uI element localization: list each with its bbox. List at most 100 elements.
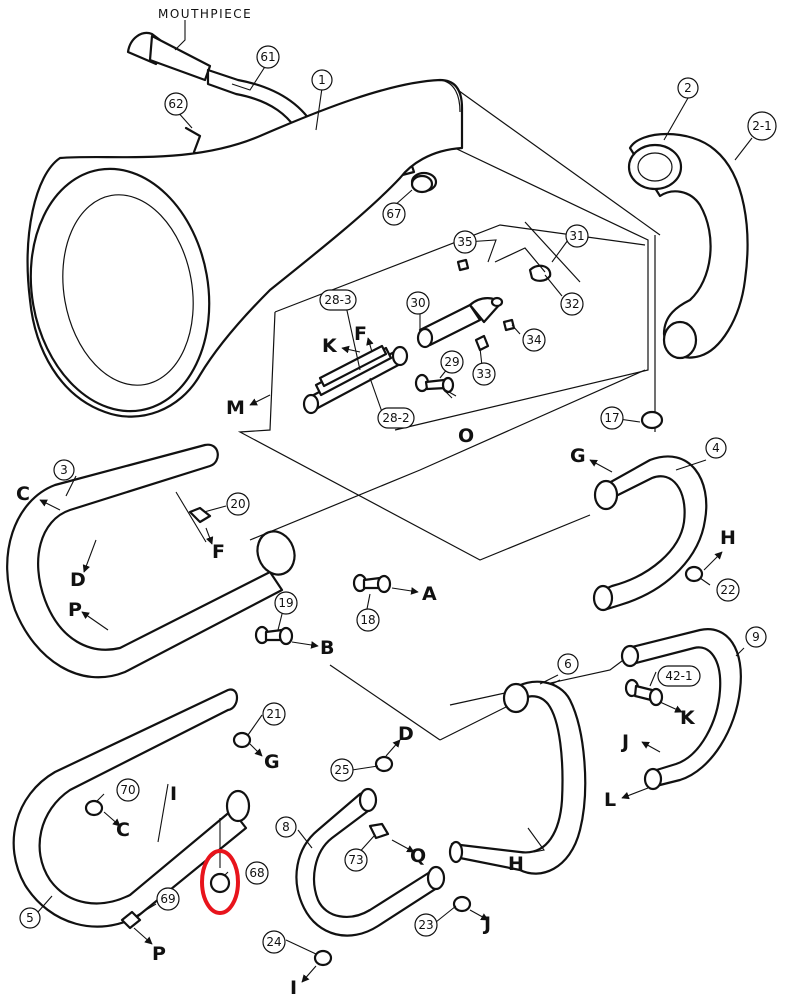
callout-1: 1 bbox=[311, 69, 333, 91]
callout-4: 4 bbox=[705, 437, 727, 459]
cap-67 bbox=[410, 174, 434, 194]
tube-part-4[interactable] bbox=[592, 455, 708, 612]
svg-text:23: 23 bbox=[418, 918, 433, 932]
letter-h-bottom: H bbox=[508, 853, 524, 875]
callout-23: 23 bbox=[414, 913, 438, 937]
svg-text:22: 22 bbox=[720, 583, 735, 597]
screw-73 bbox=[368, 822, 390, 840]
part-31-bracket bbox=[494, 221, 581, 283]
callout-3: 3 bbox=[53, 459, 75, 481]
callout-28-2: 28-2 bbox=[377, 407, 415, 429]
bell-part-1[interactable] bbox=[12, 78, 464, 425]
callout-69: 69 bbox=[156, 887, 180, 911]
svg-text:6: 6 bbox=[564, 657, 572, 671]
lever-32[interactable] bbox=[528, 264, 552, 282]
valve-tube-28-3[interactable] bbox=[314, 344, 393, 397]
callout-9: 9 bbox=[745, 626, 767, 648]
svg-text:68: 68 bbox=[249, 866, 264, 880]
svg-text:5: 5 bbox=[26, 911, 34, 925]
letter-l: L bbox=[604, 789, 616, 811]
letter-d-left: D bbox=[70, 569, 86, 591]
callout-8: 8 bbox=[275, 816, 297, 838]
valve-stem-19[interactable] bbox=[254, 625, 294, 646]
callout-31: 31 bbox=[565, 224, 589, 248]
svg-text:28-3: 28-3 bbox=[324, 293, 351, 307]
callout-18: 18 bbox=[356, 608, 380, 632]
svg-text:32: 32 bbox=[564, 297, 579, 311]
tube-part-3[interactable] bbox=[6, 443, 300, 679]
svg-text:34: 34 bbox=[526, 333, 541, 347]
callout-29: 29 bbox=[440, 350, 464, 374]
cap-25 bbox=[374, 755, 394, 773]
callout-6: 6 bbox=[557, 653, 579, 675]
letter-i-mid: I bbox=[170, 783, 177, 805]
callout-24: 24 bbox=[262, 930, 286, 954]
svg-text:2: 2 bbox=[684, 81, 692, 95]
svg-text:19: 19 bbox=[278, 596, 293, 610]
mouthpiece-label: MOUTHPIECE bbox=[158, 7, 252, 21]
svg-text:69: 69 bbox=[160, 892, 175, 906]
callout-19: 19 bbox=[274, 591, 298, 615]
svg-text:35: 35 bbox=[457, 235, 472, 249]
callout-35: 35 bbox=[453, 230, 477, 254]
mouthpiece[interactable] bbox=[126, 31, 212, 82]
svg-text:20: 20 bbox=[230, 497, 245, 511]
svg-text:42-1: 42-1 bbox=[665, 669, 692, 683]
spring-35 bbox=[456, 258, 470, 272]
svg-text:21: 21 bbox=[266, 707, 281, 721]
letter-g-top: G bbox=[570, 445, 586, 467]
screw-33 bbox=[474, 334, 490, 352]
callout-2-1: 2-1 bbox=[747, 111, 777, 141]
svg-text:2-1: 2-1 bbox=[752, 119, 772, 133]
valve-stem-18[interactable] bbox=[352, 573, 392, 594]
callout-30: 30 bbox=[406, 291, 430, 315]
valve-stem-42-1[interactable] bbox=[624, 678, 664, 707]
svg-text:18: 18 bbox=[360, 613, 375, 627]
callout-2: 2 bbox=[677, 77, 699, 99]
callout-21: 21 bbox=[262, 702, 286, 726]
tube-part-5[interactable] bbox=[12, 688, 251, 928]
svg-text:17: 17 bbox=[604, 411, 619, 425]
assembly-guide-lines bbox=[237, 87, 661, 741]
cap-70 bbox=[84, 799, 104, 817]
svg-text:61: 61 bbox=[260, 50, 275, 64]
letter-g-bottom: G bbox=[264, 751, 280, 773]
callout-68: 68 bbox=[245, 861, 269, 885]
valve-cap-29[interactable] bbox=[414, 373, 455, 394]
svg-text:9: 9 bbox=[752, 630, 760, 644]
letter-o: O bbox=[458, 425, 474, 447]
svg-text:67: 67 bbox=[386, 207, 401, 221]
water-key-68[interactable] bbox=[209, 872, 231, 894]
svg-text:8: 8 bbox=[282, 820, 290, 834]
callout-70: 70 bbox=[116, 778, 140, 802]
callout-62: 62 bbox=[164, 92, 188, 116]
tube-part-6[interactable] bbox=[448, 680, 587, 875]
callout-5: 5 bbox=[19, 907, 41, 929]
screw-20 bbox=[188, 506, 212, 524]
cap-21 bbox=[232, 731, 252, 749]
connection-arrows bbox=[39, 337, 723, 983]
tube-part-8[interactable] bbox=[295, 787, 446, 937]
callout-73: 73 bbox=[344, 848, 368, 872]
bow-part-2[interactable] bbox=[627, 133, 749, 360]
letter-h-top: H bbox=[720, 527, 736, 549]
letter-j-right: J bbox=[620, 731, 629, 753]
svg-text:73: 73 bbox=[348, 853, 363, 867]
svg-text:31: 31 bbox=[569, 229, 584, 243]
callout-61: 61 bbox=[256, 45, 280, 69]
valve-rotor-30[interactable] bbox=[416, 296, 504, 349]
letter-q: Q bbox=[410, 845, 426, 867]
letter-p-mid: P bbox=[68, 599, 82, 621]
letter-b: B bbox=[320, 637, 334, 659]
cap-23 bbox=[452, 895, 472, 913]
screw-69 bbox=[120, 910, 142, 930]
letter-f-top: F bbox=[354, 323, 367, 345]
letter-k-top: K bbox=[322, 335, 338, 357]
callout-17: 17 bbox=[600, 406, 624, 430]
letter-i-bottom: I bbox=[290, 977, 297, 999]
svg-text:62: 62 bbox=[168, 97, 183, 111]
svg-text:3: 3 bbox=[60, 463, 68, 477]
callout-20: 20 bbox=[226, 492, 250, 516]
svg-text:24: 24 bbox=[266, 935, 281, 949]
